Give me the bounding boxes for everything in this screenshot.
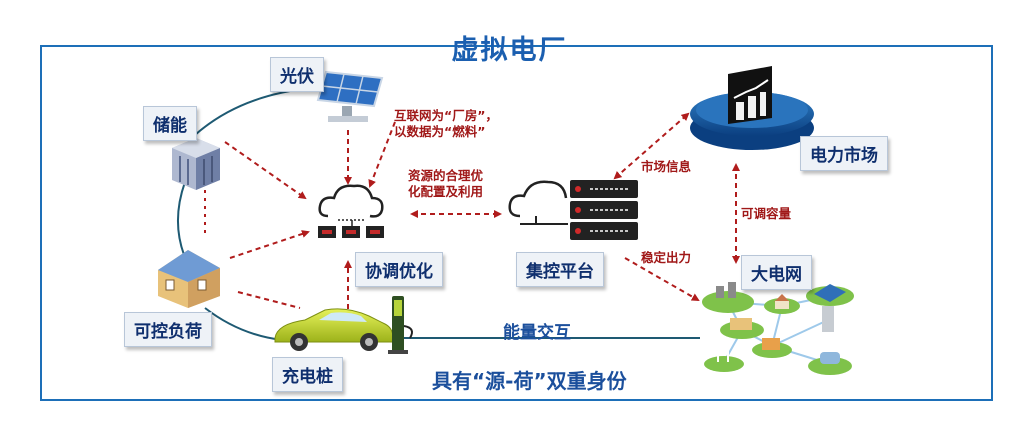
note-resource-line1: 资源的合理优 bbox=[408, 168, 484, 183]
dual-identity-caption: 具有“源-荷”双重身份 bbox=[432, 369, 627, 393]
label-power-market: 电力市场 bbox=[800, 136, 888, 171]
label-controllable-load: 可控负荷 bbox=[124, 312, 212, 347]
arc-storage-solar bbox=[194, 87, 313, 136]
house-icon bbox=[158, 250, 220, 308]
solar-panel-icon bbox=[316, 70, 384, 122]
arrow-platform-market bbox=[613, 112, 690, 180]
label-power-grid: 大电网 bbox=[741, 255, 812, 290]
note-internet: 互联网为“厂房”， 以数据为“燃料” bbox=[394, 108, 498, 140]
arrow-load-to-hub bbox=[229, 230, 310, 259]
label-charging-pile: 充电桩 bbox=[272, 357, 343, 392]
arrow-right-to-hub bbox=[368, 121, 396, 188]
label-control-platform: 集控平台 bbox=[516, 252, 604, 287]
arc-load-charger bbox=[204, 307, 283, 341]
note-internet-line2: 以数据为“燃料” bbox=[394, 124, 486, 139]
label-coordination-optimization: 协调优化 bbox=[355, 252, 443, 287]
note-resource-line2: 化配置及利用 bbox=[408, 184, 484, 199]
storage-building-icon bbox=[172, 138, 220, 190]
diagram-title: 虚拟电厂 bbox=[451, 35, 568, 66]
electric-car-icon bbox=[274, 308, 394, 351]
label-solar: 光伏 bbox=[270, 57, 324, 92]
charging-station-icon bbox=[388, 296, 413, 354]
note-internet-line1: 互联网为“厂房”， bbox=[394, 108, 498, 123]
power-market-icon bbox=[690, 66, 814, 150]
note-resource: 资源的合理优 化配置及利用 bbox=[408, 168, 483, 200]
note-stable-output: 稳定出力 bbox=[641, 250, 692, 265]
power-grid-icon bbox=[702, 282, 854, 375]
label-storage: 储能 bbox=[143, 106, 197, 141]
arrow-storage-to-hub bbox=[224, 141, 307, 200]
server-platform-icon bbox=[508, 180, 638, 240]
note-market-info: 市场信息 bbox=[641, 159, 692, 174]
arrow-load-charger-dash bbox=[237, 291, 301, 309]
energy-exchange-label: 能量交互 bbox=[503, 323, 571, 343]
dashed-arrows bbox=[224, 112, 740, 318]
note-adjustable-capacity: 可调容量 bbox=[741, 206, 792, 221]
cloud-hub-icon bbox=[318, 184, 384, 238]
